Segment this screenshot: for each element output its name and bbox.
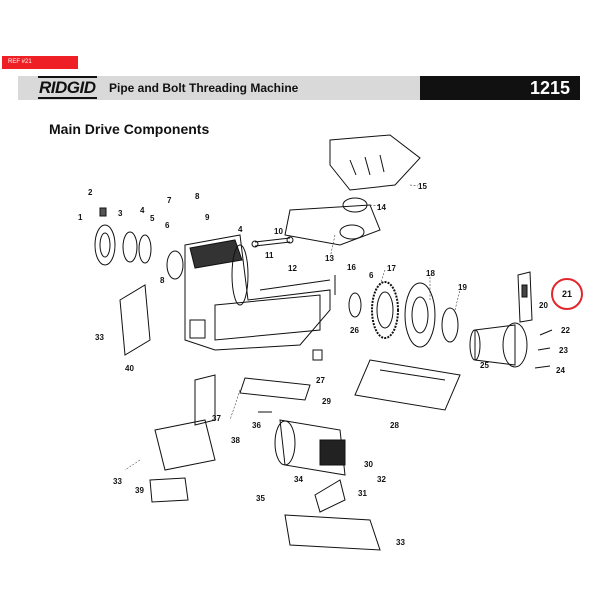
part-handle-linkage: [251, 236, 294, 248]
callout-19: 19: [458, 283, 467, 292]
callout-30: 30: [364, 460, 373, 469]
part-housing-ring: [404, 282, 436, 348]
part-drive-gear: [371, 281, 399, 339]
part-bearing: [348, 292, 362, 318]
callout-8b: 8: [160, 276, 165, 285]
part-chip-tray: [329, 134, 421, 191]
part-bracket: [517, 271, 533, 323]
callout-4b: 4: [238, 225, 243, 234]
callout-1: 1: [78, 213, 83, 222]
callout-6b: 6: [369, 271, 374, 280]
callout-12: 12: [288, 264, 297, 273]
callout-5: 5: [150, 214, 155, 223]
callout-31: 31: [358, 489, 367, 498]
callout-2: 2: [88, 188, 93, 197]
callout-4: 4: [140, 206, 145, 215]
part-lower-cover: [284, 514, 381, 551]
callout-26: 26: [350, 326, 359, 335]
callout-15: 15: [418, 182, 427, 191]
highlight-circle: [551, 278, 583, 310]
callout-23: 23: [559, 346, 568, 355]
callout-3: 3: [118, 209, 123, 218]
callout-34: 34: [294, 475, 303, 484]
part-leg: [194, 374, 216, 426]
callout-28: 28: [390, 421, 399, 430]
callout-25: 25: [480, 361, 489, 370]
part-pin: [539, 329, 553, 336]
callout-8: 8: [195, 192, 200, 201]
part-front-ring-assembly: [94, 207, 152, 266]
ref-tag: REF #21: [2, 56, 78, 69]
callout-14: 14: [377, 203, 386, 212]
part-bolt: [534, 365, 551, 369]
callout-22: 22: [561, 326, 570, 335]
part-seal-ring: [441, 307, 459, 343]
callout-20: 20: [539, 301, 548, 310]
callout-36: 36: [252, 421, 261, 430]
part-label-plate: [239, 377, 311, 401]
callout-17: 17: [387, 264, 396, 273]
callout-39: 39: [135, 486, 144, 495]
callout-33: 33: [95, 333, 104, 342]
part-plate: [284, 204, 381, 246]
callout-24: 24: [556, 366, 565, 375]
callout-40: 40: [125, 364, 134, 373]
callout-7: 7: [167, 196, 172, 205]
model-number: 1215: [529, 78, 570, 98]
callout-18: 18: [426, 269, 435, 278]
callout-10: 10: [274, 227, 283, 236]
part-machine-body: [166, 234, 331, 351]
part-lower-chip-tray: [354, 359, 461, 411]
callout-38: 38: [231, 436, 240, 445]
callout-6: 6: [165, 221, 170, 230]
callout-13: 13: [325, 254, 334, 263]
part-side-plate: [119, 284, 151, 356]
header-band: RIDGID Pipe and Bolt Threading Machine 1…: [18, 76, 580, 100]
callout-32: 32: [377, 475, 386, 484]
part-base-plate: [154, 419, 216, 471]
callout-37: 37: [212, 414, 221, 423]
part-clip: [537, 347, 551, 351]
callout-9: 9: [205, 213, 210, 222]
callout-27: 27: [316, 376, 325, 385]
part-spindle: [469, 322, 528, 368]
part-pad: [149, 477, 189, 503]
part-cover-block: [314, 479, 346, 513]
callout-16: 16: [347, 263, 356, 272]
ridgid-logo: RIDGID: [38, 76, 97, 99]
callout-35: 35: [256, 494, 265, 503]
callout-33b: 33: [113, 477, 122, 486]
model-badge: 1215: [420, 76, 580, 100]
callout-29: 29: [322, 397, 331, 406]
callout-11: 11: [265, 251, 274, 260]
highlight-label: 21: [562, 289, 572, 299]
part-knob: [312, 349, 323, 361]
machine-title: Pipe and Bolt Threading Machine: [109, 81, 299, 95]
highlight-part-21[interactable]: 21: [551, 278, 583, 310]
part-motor: [274, 419, 346, 476]
callout-33c: 33: [396, 538, 405, 547]
section-title: Main Drive Components: [49, 121, 210, 137]
